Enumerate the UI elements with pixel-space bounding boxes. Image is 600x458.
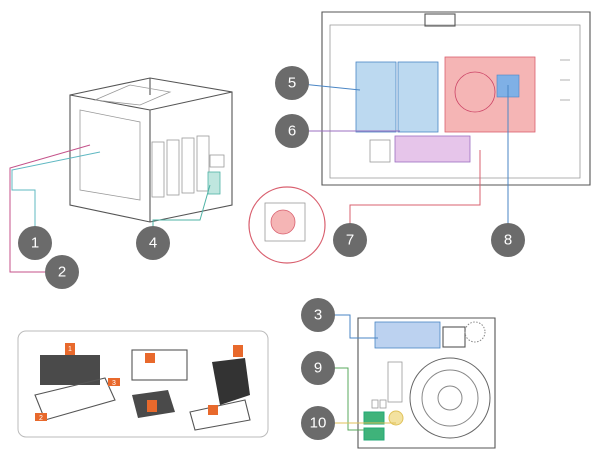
- callout-10: 10: [301, 406, 335, 440]
- fan-detail-magnifier: [248, 186, 326, 264]
- svg-text:1: 1: [31, 235, 39, 252]
- power-button: [388, 410, 404, 426]
- memory-slot-2: [397, 61, 439, 133]
- nas-rear-view: [357, 317, 496, 449]
- lan-port-group-1: [363, 411, 385, 425]
- nas-internal-view: [321, 11, 591, 186]
- m2-slot: [394, 135, 471, 163]
- callout-4: 4: [136, 226, 170, 260]
- callout-6: 6: [275, 114, 309, 148]
- nas-front-view: [69, 77, 233, 223]
- hdd-icon: [40, 355, 100, 385]
- svg-text:1: 1: [68, 346, 72, 353]
- callout-2: 2: [45, 255, 79, 289]
- drive-install-panel: 1 2 3: [17, 330, 269, 438]
- svg-text:10: 10: [310, 415, 327, 432]
- svg-text:3: 3: [314, 307, 322, 324]
- svg-text:3: 3: [112, 380, 116, 387]
- front-ports-highlight: [207, 171, 221, 195]
- svg-text:4: 4: [149, 235, 157, 252]
- svg-text:2: 2: [39, 415, 43, 422]
- callout-5: 5: [275, 66, 309, 100]
- cpu-heatsink: [444, 56, 536, 133]
- lan-port-group-2: [363, 427, 385, 441]
- svg-text:9: 9: [314, 360, 322, 377]
- callout-8: 8: [491, 223, 525, 257]
- callout-7: 7: [333, 223, 367, 257]
- step-arrow: [65, 343, 75, 355]
- svg-text:2: 2: [58, 264, 66, 281]
- pcie-expansion-slots: [374, 321, 441, 349]
- callout-9: 9: [301, 351, 335, 385]
- memory-slot-1: [355, 61, 397, 133]
- svg-text:8: 8: [504, 232, 512, 249]
- callout-1: 1: [18, 226, 52, 260]
- svg-text:7: 7: [346, 232, 354, 249]
- svg-text:6: 6: [288, 123, 296, 140]
- svg-text:5: 5: [288, 75, 296, 92]
- callout-3: 3: [301, 298, 335, 332]
